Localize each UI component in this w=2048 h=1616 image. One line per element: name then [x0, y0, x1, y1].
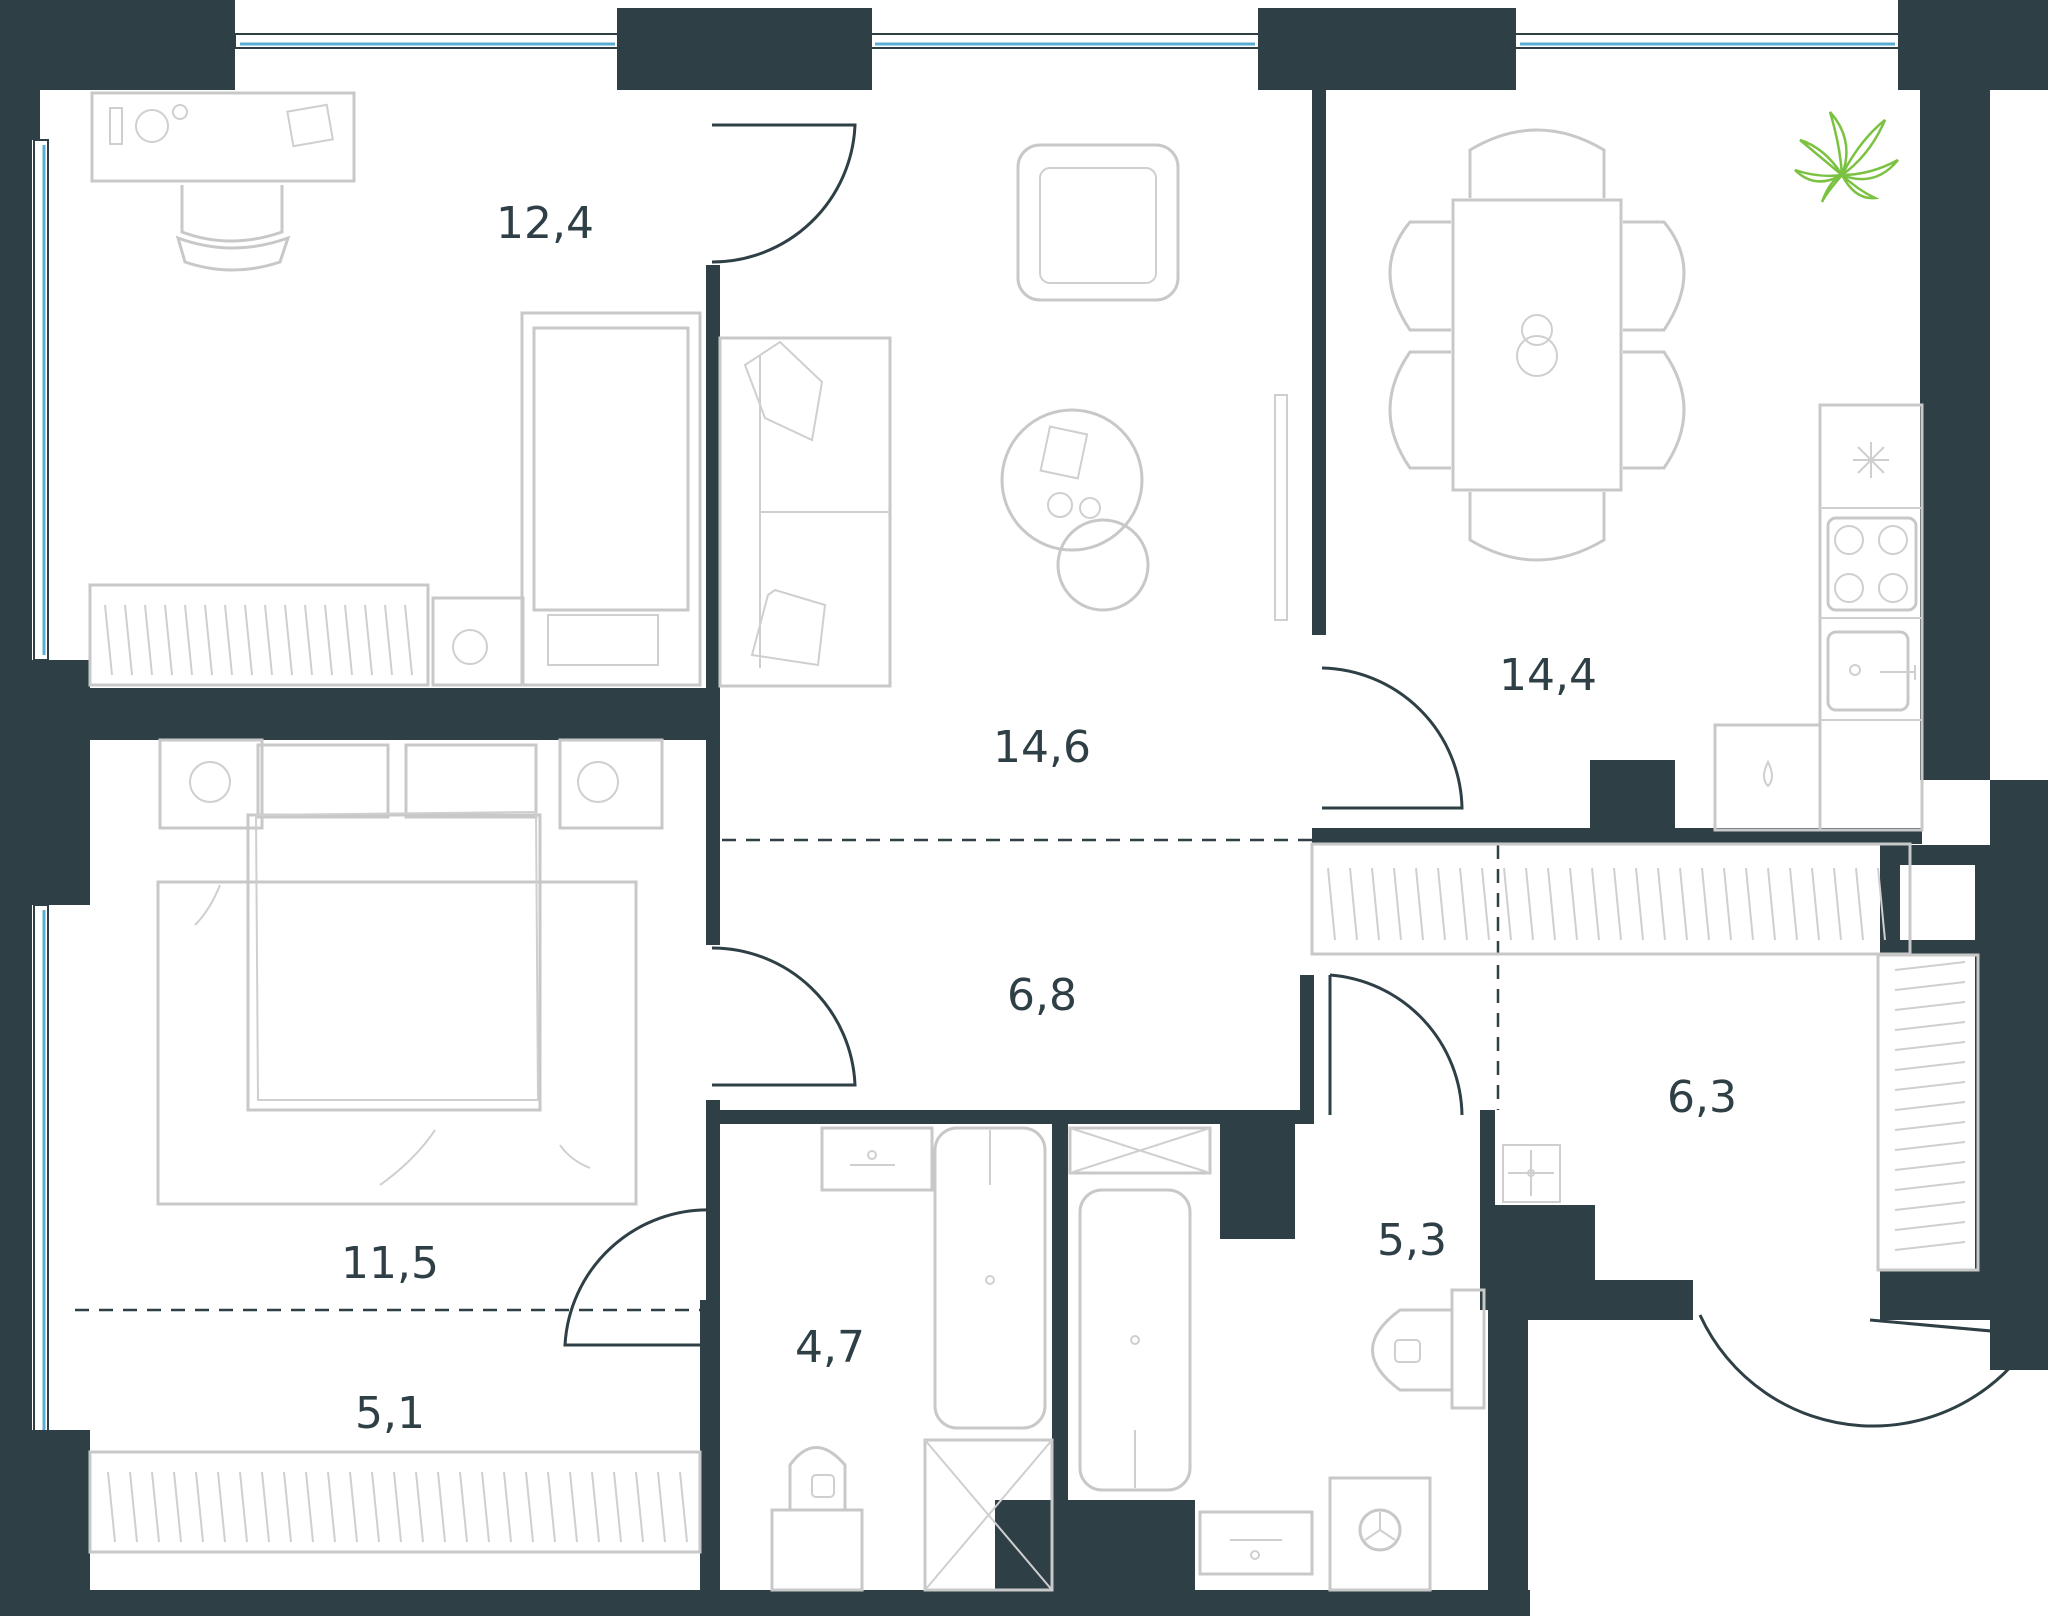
fridge-icon: [1853, 442, 1889, 478]
area-label-hallway: 6,8: [1007, 970, 1077, 1021]
doors: [563, 123, 2038, 1428]
area-label-study-bedroom: 12,4: [496, 198, 594, 249]
wardrobe-hatch-1: [104, 604, 413, 676]
area-label-bedroom: 11,5: [341, 1238, 439, 1289]
area-label-bathroom-1: 4,7: [795, 1322, 865, 1373]
wardrobe-hatch-3: [1327, 867, 1886, 941]
area-label-kitchen-dining: 14,4: [1499, 650, 1597, 701]
plant-icon: [1794, 111, 1899, 203]
area-label-bathroom-2: 5,3: [1377, 1215, 1447, 1266]
area-labels: 12,4 14,6 14,4 6,8 11,5 5,1 4,7 5,3 6,3: [341, 198, 1737, 1439]
furniture: [88, 91, 1980, 1592]
wardrobe-hatch-2: [107, 1471, 688, 1543]
zone-lines: [75, 838, 1500, 1312]
area-label-living-room: 14,6: [993, 722, 1091, 773]
area-label-dressing-area: 5,1: [355, 1388, 425, 1439]
wardrobe-hatch-4: [1894, 961, 1966, 1251]
area-label-entrance-hall: 6,3: [1667, 1072, 1737, 1123]
